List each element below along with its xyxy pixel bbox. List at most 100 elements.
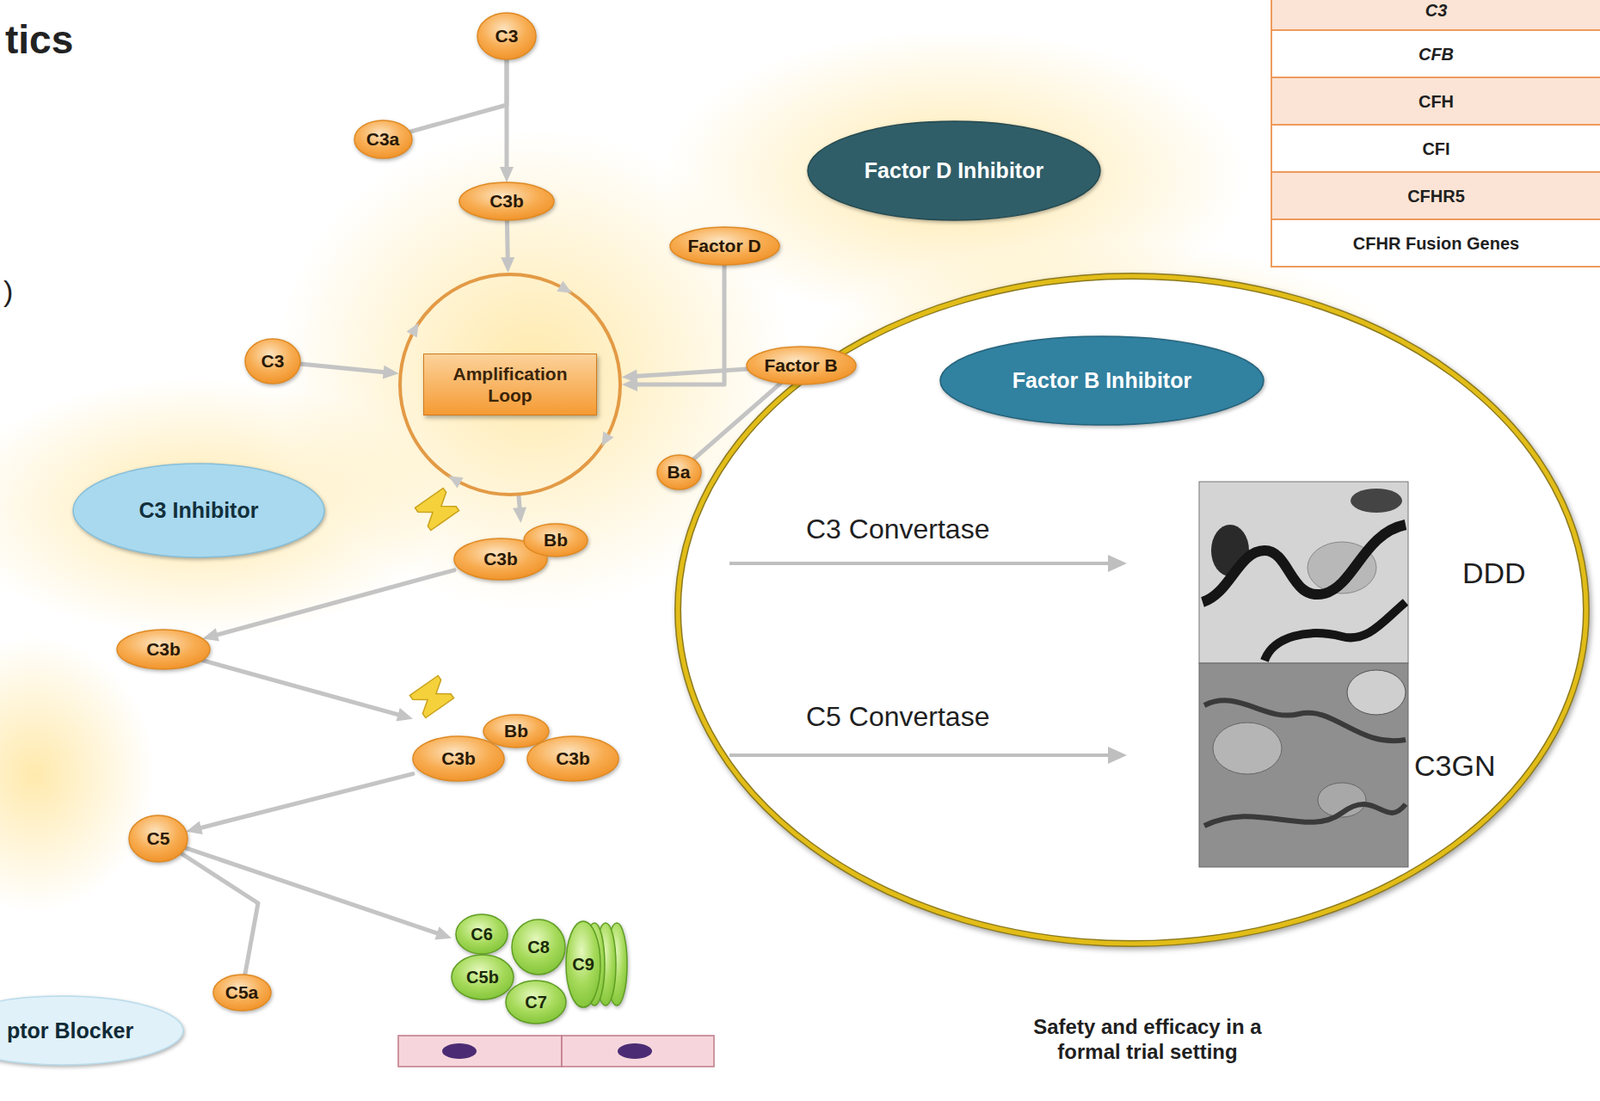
ellipse-outline	[746, 346, 856, 385]
connector-line	[504, 220, 511, 261]
ellipse-outline	[116, 629, 210, 670]
ellipse-outline	[213, 974, 271, 1011]
table-cell: CFI	[1270, 125, 1600, 173]
loop-arrowhead	[448, 475, 463, 488]
node-label: C3b	[146, 639, 181, 660]
node-label: ptor Blocker	[6, 1018, 134, 1044]
inhibitor-ellipse: Factor D Inhibitor	[806, 119, 1102, 222]
protein-label: C5b	[466, 967, 499, 988]
node-label: C3	[261, 350, 285, 372]
arrowhead	[621, 369, 638, 383]
ellipse-outline	[477, 12, 536, 60]
electron-micrograph	[1199, 481, 1409, 868]
pathway-arrow	[512, 496, 527, 524]
amplification-loop: Amplification Loop	[392, 266, 628, 503]
trial-outline	[677, 276, 1587, 944]
protein-label: C9	[572, 954, 595, 975]
ellipse-outline	[657, 455, 702, 490]
ellipse-outline	[245, 338, 301, 384]
protein-label: C3b	[483, 548, 518, 570]
protein-ellipse	[527, 736, 619, 782]
pathway-arrow	[409, 59, 507, 132]
loop-arrowhead	[556, 281, 572, 294]
cell-membrane	[398, 1035, 714, 1067]
disease-label: DDD	[1462, 555, 1527, 591]
page-title: tics	[5, 17, 74, 63]
molecule-ellipse: C3b	[115, 627, 212, 671]
inhibitor-ellipse: C3 Inhibitor	[71, 461, 327, 560]
convertase-complex-shape	[454, 523, 592, 580]
ellipse-outline	[129, 815, 188, 862]
ellipse-outline	[670, 227, 780, 265]
molecule-ellipse: Ba	[655, 453, 703, 492]
caption-note: Safety and efficacy in a formal trial se…	[1001, 1015, 1294, 1065]
molecule-ellipse: C3	[243, 337, 302, 386]
ellipse-outline	[354, 120, 413, 159]
loop-arrowhead	[601, 430, 614, 446]
protein-label: C7	[524, 992, 548, 1013]
loop-label: Amplification Loop	[423, 353, 597, 416]
connector-line	[409, 59, 507, 132]
arrowhead	[396, 707, 413, 721]
ellipse-outline	[807, 121, 1101, 221]
molecule-ellipse: C3a	[352, 118, 414, 160]
ellipse-outline	[0, 996, 184, 1065]
table-cell: CFHR5	[1270, 172, 1600, 221]
convertase-complex: C3b Bb	[454, 523, 592, 580]
protein-label: Bb	[543, 529, 568, 551]
molecule-ellipse: Factor D	[668, 225, 782, 267]
molecule-ellipse: C5	[127, 813, 190, 864]
pathway-arrow	[693, 382, 782, 460]
molecule-ellipse: Factor B	[744, 344, 858, 387]
arrowhead	[512, 506, 527, 524]
protein-label: C8	[527, 937, 550, 958]
arrowhead	[500, 257, 515, 273]
protein-label: C3b	[441, 748, 476, 770]
inhibitor-ellipse: Factor B Inhibitor	[938, 334, 1266, 427]
node-label: Factor D	[687, 235, 761, 257]
cut-text: )	[3, 273, 13, 309]
connector-line	[693, 382, 782, 460]
loop-circle	[400, 274, 621, 495]
node-label: C3	[495, 25, 519, 47]
ellipse-outline	[73, 463, 325, 558]
protein-label: C3b	[555, 748, 591, 770]
pathway-arrow	[180, 853, 259, 975]
protein-ellipse	[505, 980, 567, 1024]
arrowhead	[382, 365, 400, 380]
inhibitor-symbol	[409, 487, 459, 718]
connector-line	[633, 369, 748, 377]
disease-label: C3GN	[1414, 748, 1496, 784]
membrane-attack-complex: C9C6C8C5bC7	[451, 910, 628, 1027]
protein-ellipse	[566, 921, 601, 1008]
protein-ellipse	[511, 919, 566, 975]
arrowhead	[499, 166, 514, 183]
ellipse-outline	[940, 336, 1264, 425]
table-cell: C3	[1270, 0, 1600, 31]
convertase-label: C3 Convertase	[806, 512, 990, 546]
connector-line	[633, 264, 725, 385]
node-label: Factor B Inhibitor	[1012, 368, 1192, 394]
connector-line	[197, 774, 413, 830]
pathway-arrow	[202, 570, 455, 642]
connector-line	[300, 363, 388, 373]
pathway-arrow	[185, 774, 413, 835]
table-cell: CFHR Fusion Genes	[1270, 220, 1600, 268]
ellipse-outline	[459, 182, 554, 221]
convertase-label: C5 Convertase	[806, 700, 990, 733]
arrowhead	[202, 627, 219, 641]
connector-line	[184, 848, 440, 936]
protein-ellipse	[455, 914, 508, 954]
node-label: C3a	[366, 129, 400, 150]
node-label: C3 Inhibitor	[139, 498, 259, 524]
node-label: C5	[147, 828, 171, 850]
protein-ellipse	[523, 523, 588, 557]
convertase-complex: C3bC3bBb	[412, 713, 620, 782]
pathway-arrow	[202, 660, 413, 722]
molecule-ellipse: C3b	[457, 180, 556, 222]
node-label: C5a	[225, 982, 259, 1004]
protein-ellipse	[483, 714, 549, 748]
connector-line	[214, 570, 455, 636]
convertase-arrow	[729, 554, 1127, 764]
molecule-ellipse: C3	[475, 11, 538, 62]
